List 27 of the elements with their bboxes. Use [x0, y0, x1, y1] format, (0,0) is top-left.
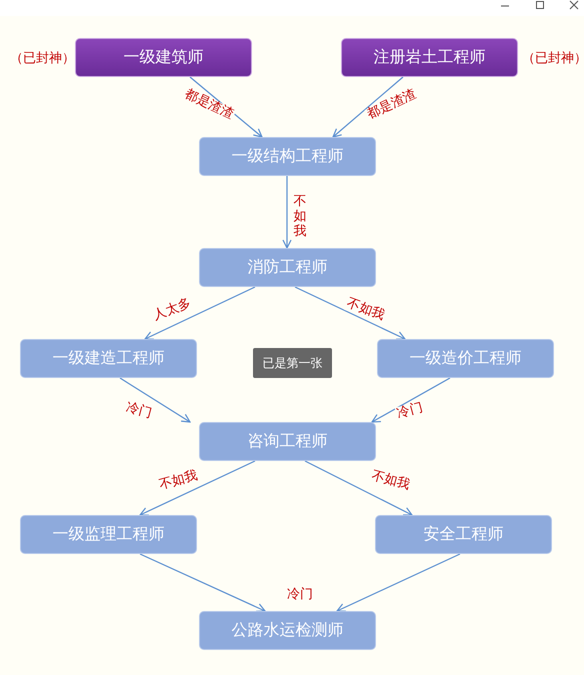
- role-box: 公路水运检测师: [199, 611, 376, 650]
- role-box: 一级建造工程师: [20, 339, 197, 378]
- arrow: [332, 76, 404, 138]
- edge-label: 不如我: [368, 468, 412, 494]
- arrow: [282, 176, 292, 249]
- arrow: [304, 460, 413, 516]
- role-box: 一级造价工程师: [377, 339, 554, 378]
- edge-label: 冷门: [286, 588, 314, 602]
- arrow: [139, 460, 256, 516]
- arrow: [140, 553, 266, 612]
- arrow: [144, 286, 256, 340]
- status-note: （已封神）: [522, 50, 584, 67]
- role-box: 安全工程师: [375, 515, 552, 554]
- arrow: [371, 377, 450, 423]
- arrow: [294, 286, 406, 340]
- role-box: 注册岩土工程师: [341, 38, 518, 77]
- edge-label: 冷门: [124, 400, 154, 422]
- role-box: 一级监理工程师: [20, 515, 197, 554]
- edge-label: 不如我: [292, 194, 308, 239]
- role-box: 一级结构工程师: [199, 137, 376, 176]
- role-box: 咨询工程师: [199, 422, 376, 461]
- role-box: 消防工程师: [199, 248, 376, 287]
- tooltip: 已是第一张: [253, 348, 332, 378]
- status-note: （已封神）: [10, 50, 75, 67]
- role-box: 一级建筑师: [75, 38, 252, 77]
- arrow: [336, 553, 460, 612]
- arrow: [120, 378, 191, 423]
